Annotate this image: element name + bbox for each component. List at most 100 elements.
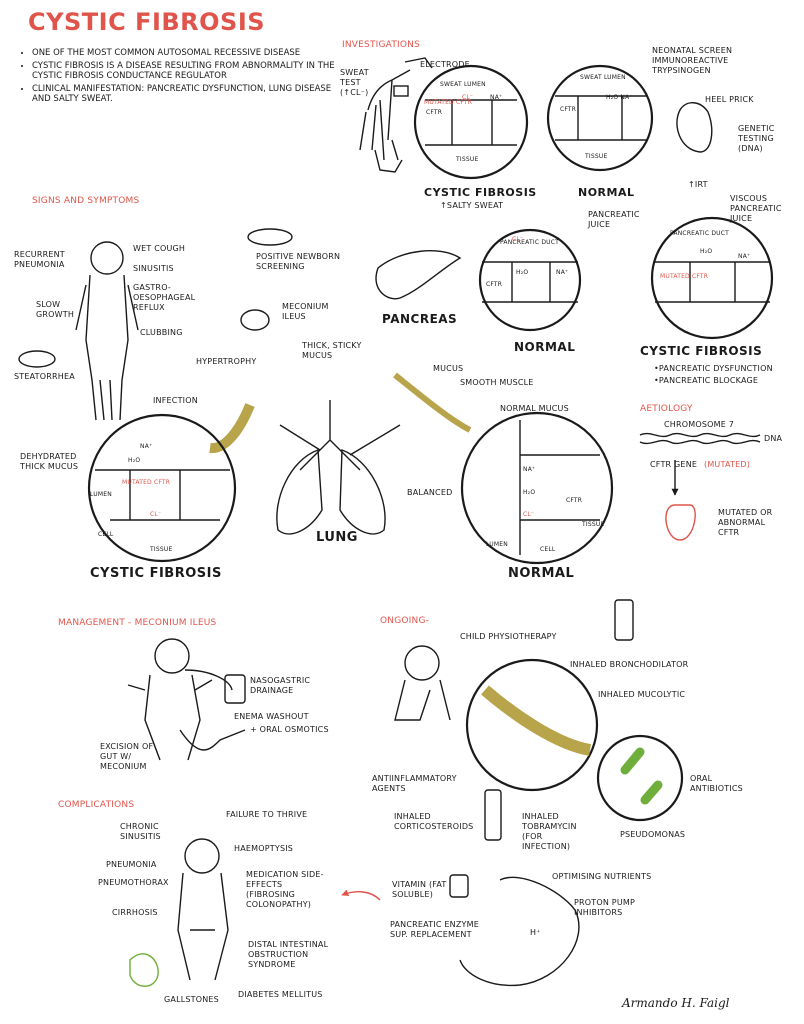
abnormal-cftr-label: Mutated or abnormal CFTR: [718, 508, 773, 537]
lung-normal-h2o: H₂O: [523, 489, 536, 496]
signature: Armando H. Faigl: [622, 996, 730, 1010]
pancreas-normal-circle: [478, 228, 582, 332]
ng-drainage-label: Nasogastric drainage: [250, 676, 311, 695]
lung-cf-circle: [87, 413, 237, 563]
sweat-normal-label: Normal: [578, 186, 635, 199]
lung-drawing: [276, 400, 386, 535]
abnormal-cftr-protein: [665, 504, 696, 541]
ppi-label: Proton pump inhibitors: [574, 898, 635, 917]
comp-haemoptysis: Haemoptysis: [234, 844, 294, 853]
vitamin-label: Vitamin (fat soluble): [392, 880, 447, 899]
inhaler-bronchodilator: [614, 599, 634, 641]
normal-mucus-label: Normal mucus: [500, 404, 569, 413]
h2o-na-label: H₂O Na⁺: [606, 94, 633, 101]
pancreas-label: Pancreas: [382, 312, 458, 326]
lung-cf-lumen: Lumen: [90, 491, 112, 498]
pancreatic-dysfunction: •Pancreatic dysfunction: [654, 364, 773, 373]
pseudomonas-label: Pseudomonas: [620, 830, 686, 839]
lung-normal-label: Normal: [508, 566, 575, 581]
pancreas-h2o: H₂O: [516, 269, 529, 276]
lung-normal-cl: Cl⁻: [523, 511, 535, 518]
lung-cf-na: Na⁺: [140, 443, 153, 450]
genetic-testing-label: Genetic testing (DNA): [738, 124, 775, 153]
sign-newborn: Positive newborn screening: [256, 252, 341, 271]
steatorrhea-plate: [18, 350, 56, 368]
excision-label: Excision of gut w/ meconium: [100, 742, 154, 771]
physio-label: Child physiotherapy: [460, 632, 557, 641]
oral-osmotics-label: + oral osmotics: [250, 725, 329, 734]
sign-sinusitis: Sinusitis: [133, 264, 174, 273]
intro-item: Clinical manifestation: pancreatic dysfu…: [32, 84, 352, 104]
gallbladder-drawing: [129, 953, 159, 987]
person-complications: [177, 838, 229, 981]
comp-cirrhosis: Cirrhosis: [112, 908, 158, 917]
comp-ftt: Failure to thrive: [226, 810, 308, 819]
ongoing-heading: Ongoing-: [380, 616, 430, 626]
sign-steatorrhea: Steatorrhea: [14, 372, 75, 381]
page-title: Cystic Fibrosis: [28, 8, 266, 36]
baby-management: [127, 638, 246, 761]
electrode-label: Electrode: [420, 60, 470, 69]
sweat-cf-circle: [413, 64, 529, 180]
pancreas-cl: Cl⁻: [512, 236, 524, 243]
lung-mucus-label: Mucus: [433, 364, 464, 373]
sign-pneumonia: Recurrent pneumonia: [14, 250, 65, 269]
balanced-label: Balanced: [407, 488, 453, 497]
pancreas-organ: [375, 250, 462, 300]
sweat-cf-sub: ↑salty sweat: [440, 201, 504, 210]
sweat-test-label: Sweat test (↑Cl⁻): [340, 68, 369, 97]
na-label: Na⁺: [490, 94, 503, 101]
tobramycin-label: Inhaled tobramycin (for infection): [522, 812, 577, 851]
sweat-lumen-normal-label: Sweat lumen: [580, 74, 626, 81]
complications-heading: Complications: [58, 800, 135, 810]
pancreas-cf-circle: [650, 216, 774, 340]
cftr-label: CFTR: [426, 109, 443, 116]
lung-label: Lung: [316, 530, 358, 545]
bronchus-normal: [393, 372, 472, 433]
cl-label: Cl⁻: [462, 94, 474, 101]
pancreatic-blockage: •Pancreatic blockage: [654, 376, 759, 385]
irt-label: ↑IRT: [688, 180, 708, 189]
corticosteroids-label: Inhaled corticosteroids: [394, 812, 474, 831]
lung-cf-tissue: Tissue: [150, 546, 173, 553]
enzyme-label: Pancreatic enzyme sup. replacement: [390, 920, 479, 939]
sign-dehydrated-mucus: Dehydrated thick mucus: [20, 452, 79, 471]
signs-heading: Signs and symptoms: [32, 196, 140, 206]
sweat-lumen-label: Sweat lumen: [440, 81, 486, 88]
pancreas-cftr: CFTR: [486, 281, 503, 288]
neonatal-screen-label: Neonatal screen immunoreactive trypsinog…: [652, 46, 733, 75]
hand-drawing: [359, 57, 433, 173]
sign-wet-cough: Wet cough: [133, 244, 186, 253]
person-signs: [75, 241, 139, 421]
pseudomonas-circle: [596, 734, 684, 822]
tissue-label: Tissue: [456, 156, 479, 163]
intro-item: One of the most common autosomal recessi…: [32, 48, 352, 58]
mucolytic-label: Inhaled mucolytic: [598, 690, 686, 699]
cftr-gene-mutated: (mutated): [704, 460, 751, 469]
cftr-gene-label: CFTR gene: [650, 460, 698, 469]
lung-cf-cl: Cl⁻: [150, 511, 162, 518]
comp-pneumonia: Pneumonia: [106, 860, 157, 869]
comp-diabetes: Diabetes mellitus: [238, 990, 323, 999]
antiinflammatory-label: Antiinflammatory agents: [372, 774, 457, 793]
aetiology-heading: Aetiology: [640, 404, 693, 414]
vitamin-bottle: [449, 874, 469, 898]
lung-normal-cell: Cell: [540, 546, 556, 553]
pancreatic-duct-cf-label: Pancreatic duct: [670, 230, 730, 237]
sign-thick-mucus: Thick, sticky mucus: [302, 341, 362, 360]
comp-dios: Distal intestinal obstruction syndrome: [248, 940, 329, 969]
chromosome-label: Chromosome 7: [664, 420, 735, 429]
tissue-normal-label: Tissue: [585, 153, 608, 160]
dna-label: DNA: [764, 434, 783, 443]
lung-normal-tissue: Tissue: [582, 521, 605, 528]
sign-gerd: Gastro-oesophageal reflux: [133, 283, 196, 312]
comp-gallstones: Gallstones: [164, 995, 219, 1004]
airway-tube: [481, 685, 592, 756]
sign-infection: Infection: [153, 396, 198, 405]
comp-meds: Medication side-effects (fibrosing colon…: [246, 870, 324, 909]
comp-pneumothorax: Pneumothorax: [98, 878, 169, 887]
intro-item: Cystic fibrosis is a disease resulting f…: [32, 61, 352, 81]
lung-cf-cell: Cell: [98, 531, 114, 538]
bronchodilator-label: Inhaled bronchodilator: [570, 660, 689, 669]
